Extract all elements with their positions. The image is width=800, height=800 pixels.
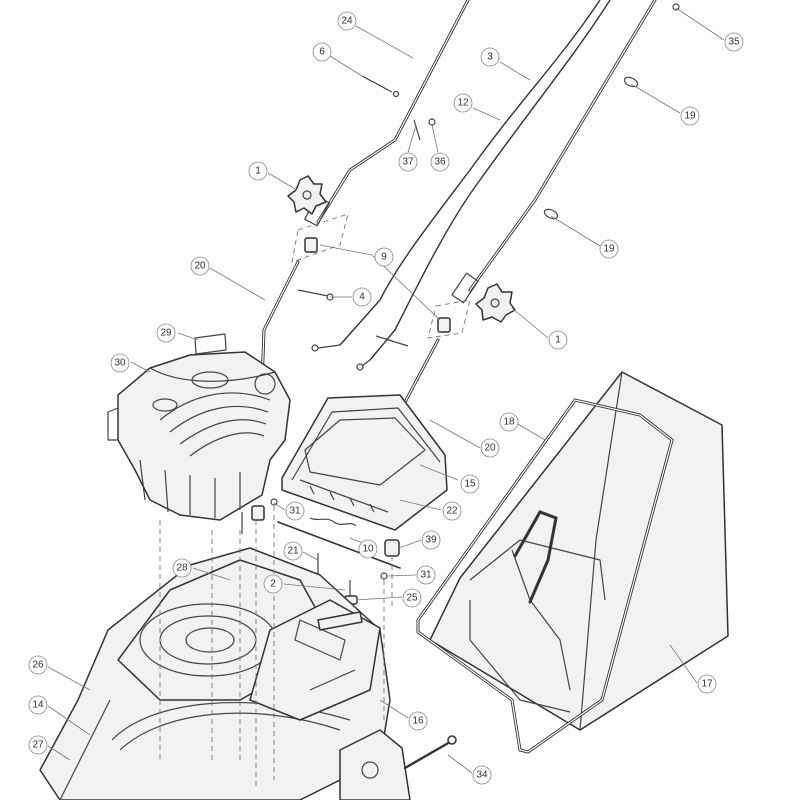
control-cables: [311, 0, 611, 371]
hinge-parts: [241, 498, 401, 605]
handle-bolts: [291, 213, 471, 347]
svg-text:19: 19: [684, 111, 696, 122]
callout-4: 4: [352, 287, 372, 307]
callout-16: 16: [408, 711, 428, 731]
svg-text:20: 20: [194, 261, 206, 272]
callout-24: 24: [337, 11, 357, 31]
callout-2: 2: [263, 574, 283, 594]
svg-text:39: 39: [425, 535, 437, 546]
svg-text:31: 31: [420, 570, 432, 581]
callout-18: 18: [499, 412, 519, 432]
rear-chassis: [249, 599, 381, 721]
svg-text:6: 6: [319, 47, 325, 58]
svg-text:21: 21: [287, 546, 299, 557]
callout-30: 30: [110, 353, 130, 373]
svg-text:27: 27: [32, 740, 44, 751]
svg-text:20: 20: [484, 443, 496, 454]
svg-text:37: 37: [402, 157, 414, 168]
callout-19-lower: 19: [599, 239, 619, 259]
svg-text:1: 1: [555, 335, 561, 346]
callout-9: 9: [374, 247, 394, 267]
svg-text:29: 29: [160, 328, 172, 339]
assembly-lines: [159, 506, 393, 790]
axle-bolt: [403, 735, 457, 770]
svg-text:22: 22: [446, 506, 458, 517]
callout-37: 37: [398, 152, 418, 172]
rear-wheel-bracket: [339, 729, 411, 800]
callout-20-right: 20: [480, 438, 500, 458]
callout-12: 12: [453, 93, 473, 113]
callout-31-lower: 31: [416, 565, 436, 585]
svg-text:3: 3: [487, 52, 493, 63]
callout-6: 6: [312, 42, 332, 62]
callout-25: 25: [402, 588, 422, 608]
svg-text:9: 9: [381, 252, 387, 263]
svg-text:18: 18: [503, 417, 515, 428]
callout-17: 17: [697, 674, 717, 694]
svg-text:10: 10: [362, 544, 374, 555]
callout-1-left: 1: [248, 161, 268, 181]
callout-26: 26: [28, 655, 48, 675]
engine: [107, 333, 291, 521]
callout-20-left: 20: [190, 256, 210, 276]
svg-text:17: 17: [701, 679, 713, 690]
handle-knob-right: [475, 283, 516, 323]
svg-text:15: 15: [464, 479, 476, 490]
callout-21: 21: [283, 541, 303, 561]
callout-22: 22: [442, 501, 462, 521]
rear-flap: [281, 394, 448, 531]
upper-handle: [304, 0, 657, 304]
svg-text:24: 24: [341, 16, 353, 27]
svg-text:4: 4: [359, 292, 365, 303]
grass-bag: [429, 371, 729, 731]
svg-text:36: 36: [434, 157, 446, 168]
svg-text:16: 16: [412, 716, 424, 727]
callout-10: 10: [358, 539, 378, 559]
svg-text:28: 28: [176, 563, 188, 574]
callout-15: 15: [460, 474, 480, 494]
callout-27: 27: [28, 735, 48, 755]
callout-14: 14: [28, 695, 48, 715]
callout-29: 29: [156, 323, 176, 343]
svg-text:19: 19: [603, 244, 615, 255]
callout-28: 28: [172, 558, 192, 578]
svg-text:14: 14: [32, 700, 44, 711]
svg-text:12: 12: [457, 98, 469, 109]
callout-34: 34: [472, 765, 492, 785]
callout-1-right: 1: [548, 330, 568, 350]
callout-39: 39: [421, 530, 441, 550]
svg-text:25: 25: [406, 593, 418, 604]
svg-text:2: 2: [270, 579, 276, 590]
svg-text:26: 26: [32, 660, 44, 671]
svg-text:1: 1: [255, 166, 261, 177]
callout-35: 35: [724, 32, 744, 52]
callout-3: 3: [480, 47, 500, 67]
callout-36: 36: [430, 152, 450, 172]
callout-19-upper: 19: [680, 106, 700, 126]
svg-text:30: 30: [114, 358, 126, 369]
svg-text:34: 34: [476, 770, 488, 781]
handle-knob-left: [287, 175, 327, 215]
callout-31-upper: 31: [285, 501, 305, 521]
svg-text:35: 35: [728, 37, 740, 48]
svg-text:31: 31: [289, 506, 301, 517]
grass-bag-frame: [416, 398, 674, 754]
leader-lines: [47, 7, 725, 774]
